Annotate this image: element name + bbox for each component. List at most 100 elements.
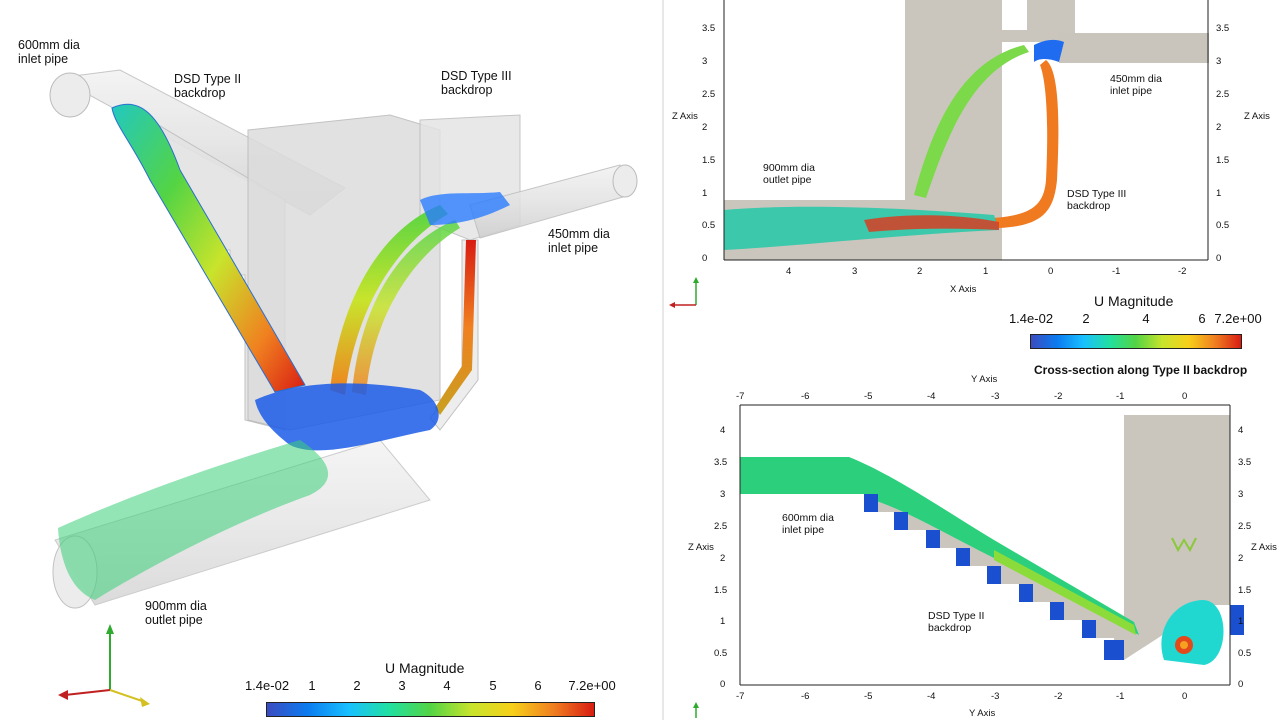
- colorbar-title-xz: U Magnitude: [1094, 293, 1174, 309]
- colorbar-tick: 3: [398, 678, 406, 693]
- y-tick: -4: [927, 391, 936, 402]
- z-tick: 2.5: [1238, 521, 1252, 532]
- x-tick: -1: [1112, 266, 1121, 277]
- label-inlet-600-yz: 600mm dia inlet pipe: [782, 512, 834, 536]
- z-tick: 0: [720, 679, 726, 690]
- z-tick: 2.5: [1216, 89, 1230, 100]
- type2-stairs: [740, 494, 1124, 685]
- x-tick: -2: [1178, 266, 1187, 277]
- colorbar-xz: [1030, 334, 1242, 349]
- label-inlet-450-xz: 450mm dia inlet pipe: [1110, 73, 1162, 97]
- z-tick: 2: [1216, 122, 1222, 133]
- y-tick: -6: [801, 391, 810, 402]
- orientation-axes-yz: [693, 702, 699, 718]
- y-tick: -1: [1116, 391, 1125, 402]
- render-view-yz[interactable]: Cross-section along Type II backdrop: [664, 360, 1280, 720]
- z-tick: 3.5: [714, 457, 728, 468]
- render-view-3d[interactable]: 600mm dia inlet pipe DSD Type II backdro…: [0, 0, 660, 720]
- z-tick: 4: [720, 425, 726, 436]
- x-tick: 4: [786, 266, 792, 277]
- type3-jet-a: [330, 205, 448, 395]
- outlet-flow: [58, 440, 329, 600]
- scene-xz: [669, 0, 1209, 308]
- z-tick: 0.5: [1216, 220, 1230, 231]
- z-tick: 0.5: [1238, 648, 1252, 659]
- label-inlet-450: 450mm dia inlet pipe: [548, 227, 610, 255]
- xz-jet-curve: [914, 45, 1029, 198]
- scene-3d: [49, 69, 638, 707]
- y-tick: 0: [1182, 691, 1188, 702]
- z-tick: 4: [1238, 425, 1244, 436]
- z-axis-label-yz: Z Axis: [688, 542, 714, 553]
- z-tick: 0: [702, 253, 708, 264]
- x-tick: 2: [917, 266, 923, 277]
- z-tick: 2.5: [714, 521, 728, 532]
- colorbar-tick: 2: [353, 678, 361, 693]
- y-tick: 0: [1182, 391, 1188, 402]
- scene-yz: [693, 404, 1244, 718]
- label-type2: DSD Type II backdrop: [174, 72, 242, 100]
- z-tick: 3.5: [1216, 23, 1230, 34]
- label-outlet-900: 900mm dia outlet pipe: [145, 599, 207, 627]
- z-tick: 3: [720, 489, 726, 500]
- y-tick: -4: [927, 691, 936, 702]
- type3-inlet-flow: [420, 192, 510, 225]
- colorbar-tick: 4: [443, 678, 451, 693]
- z-tick: 2: [720, 553, 726, 564]
- z-tick: 1: [720, 616, 726, 627]
- view-divider[interactable]: [662, 0, 664, 720]
- z-axis-label: Z Axis: [672, 111, 698, 122]
- render-view-xz[interactable]: Z Axis Z Axis X Axis 0 0.5 1 1.5 2 2.5 3…: [664, 0, 1280, 368]
- y-axis-label-bottom: Y Axis: [969, 708, 996, 719]
- colorbar-tick: 7.2e+00: [568, 678, 616, 693]
- z-tick: 3: [1216, 56, 1222, 67]
- type3-jet-b: [352, 220, 460, 395]
- colorbar-tick: 4: [1142, 311, 1150, 326]
- y-tick: -1: [1116, 691, 1125, 702]
- z-tick: 0.5: [702, 220, 716, 231]
- z-tick: 1: [1238, 616, 1244, 627]
- z-tick: 0.5: [714, 648, 728, 659]
- z-tick: 1.5: [714, 585, 728, 596]
- colorbar-tick: 1.4e-02: [244, 678, 290, 693]
- z-tick: 1.5: [1238, 585, 1252, 596]
- z-tick: 3.5: [1238, 457, 1252, 468]
- colorbar-tick: 1: [308, 678, 316, 693]
- y-tick: -7: [736, 391, 745, 402]
- colorbar: [266, 702, 595, 717]
- label-type3: DSD Type III backdrop: [441, 69, 512, 97]
- y-tick: -5: [864, 391, 873, 402]
- y-tick: -3: [991, 391, 1000, 402]
- z-tick: 2.5: [702, 89, 716, 100]
- xz-type3-drop: [994, 60, 1059, 228]
- y-tick: -3: [991, 691, 1000, 702]
- orientation-axes: [58, 624, 150, 707]
- y-tick: -5: [864, 691, 873, 702]
- orientation-axes-xz: [669, 277, 699, 308]
- z-tick: 0: [1216, 253, 1222, 264]
- z-tick: 3: [702, 56, 708, 67]
- label-type2-yz: DSD Type II backdrop: [928, 610, 985, 634]
- colorbar-tick: 6: [534, 678, 542, 693]
- colorbar-tick: 6: [1198, 311, 1206, 326]
- x-tick: 1: [983, 266, 989, 277]
- colorbar-tick: 1.4e-02: [1008, 311, 1054, 326]
- x-tick: 3: [852, 266, 858, 277]
- x-axis-label: X Axis: [950, 284, 977, 295]
- z-tick: 2: [702, 122, 708, 133]
- z-tick: 0: [1238, 679, 1244, 690]
- y-tick: -2: [1054, 391, 1063, 402]
- z-tick: 1.5: [702, 155, 716, 166]
- y-tick: -6: [801, 691, 810, 702]
- pool-surface: [255, 383, 439, 451]
- z-tick: 1: [1216, 188, 1222, 199]
- central-chamber: [247, 114, 441, 431]
- vortex: [1161, 600, 1244, 665]
- y-axis-label-top: Y Axis: [971, 374, 998, 385]
- type2-jet: [111, 103, 306, 393]
- z-tick: 3.5: [702, 23, 716, 34]
- colorbar-tick: 5: [489, 678, 497, 693]
- z-tick: 3: [1238, 489, 1244, 500]
- y-tick: -7: [736, 691, 745, 702]
- z-tick: 1.5: [1216, 155, 1230, 166]
